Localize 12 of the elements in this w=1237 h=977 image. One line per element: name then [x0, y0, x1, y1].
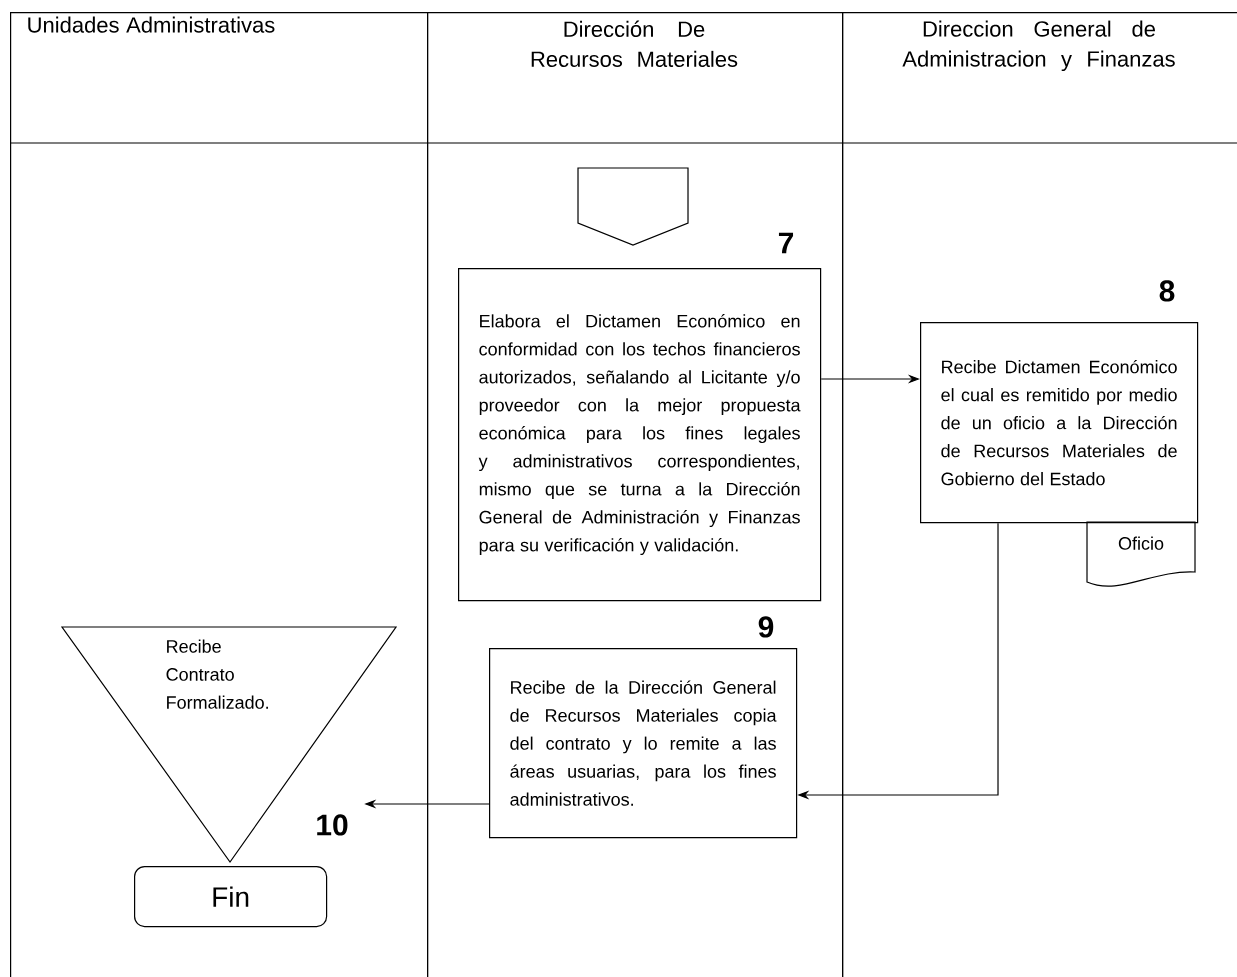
step-number: 7: [778, 232, 794, 254]
lane-header: Direccion General de Administracion y Finanzas: [902, 20, 1175, 72]
step-number: 8: [1159, 280, 1175, 302]
off-page-connector: [577, 167, 689, 246]
process-box: Elabora el Dictamen Económico en conformidad con los techos financieros autorizados, señalando al Licitante y/o proveedor con la mejor propuesta económica para los fines legales y administrativos correspondientes, mismo que se turna a la Dirección General de Administración y Finanzas para su verificación y validación.: [458, 268, 822, 602]
lane-header: Dirección De Recursos Materiales: [531, 20, 738, 67]
process-box: Recibe Dictamen Económico el cual es remitido por medio de un oficio a la Dirección de Recursos Materiales de Gobierno del Estado: [920, 322, 1199, 524]
terminal-box: Fin: [134, 866, 328, 928]
step-number: 9: [758, 616, 774, 638]
lane-header: Unidades Administrativas: [28, 16, 275, 33]
step-number: 10: [317, 814, 348, 836]
process-box: Recibe de la Dirección General de Recursos Materiales copia del contrato y lo remite a las áreas usuarias, para los fines administrativos.: [489, 648, 798, 839]
